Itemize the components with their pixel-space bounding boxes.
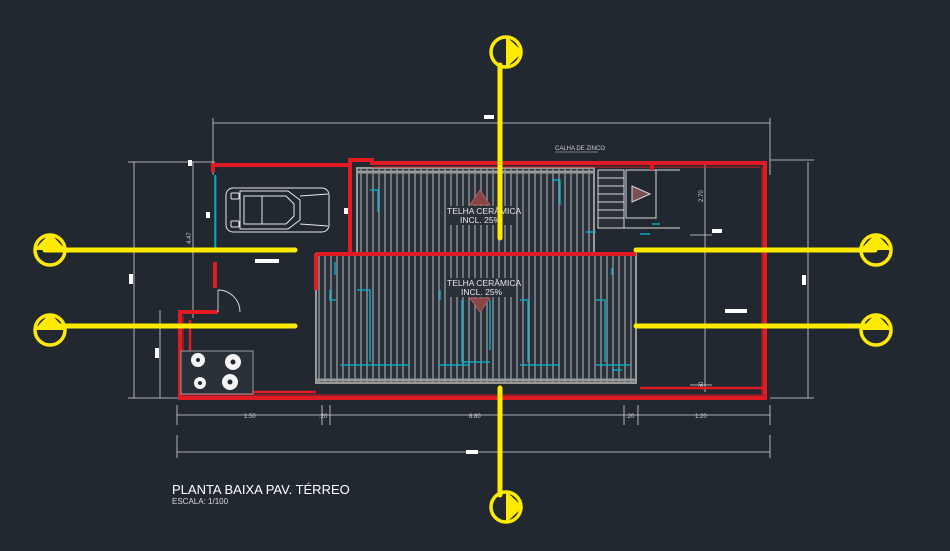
roof-lower	[315, 253, 637, 384]
dim-right-2: .50	[699, 381, 705, 390]
roof-label-upper: TELHA CERÂMICA	[447, 206, 521, 216]
arrow-down-icon	[469, 297, 491, 313]
roof-label-lower: TELHA CERÂMICA	[447, 278, 521, 288]
arrow-up-icon	[469, 189, 491, 206]
dim-bottom-5: 1.20	[695, 414, 707, 420]
section-marker-bottom	[489, 490, 523, 524]
dim-bottom-3: 8.80	[469, 414, 481, 420]
drainage-pipes	[214, 175, 660, 371]
dim-bottom-4: .20	[626, 414, 635, 420]
gutter-label: CALHA DE ZINCO	[555, 146, 605, 152]
section-marker-left-2	[33, 313, 67, 347]
door-icon	[217, 289, 241, 313]
roof-slope-lower: INCL. 25%	[461, 287, 503, 297]
dim-right-1: 2.70	[699, 190, 705, 202]
dim-bottom-1: 1.50	[244, 414, 256, 420]
section-marker-right-2	[859, 313, 893, 347]
dim-bottom-2: .20	[319, 414, 328, 420]
car-icon	[225, 187, 330, 233]
drawing-scale: ESCALA: 1/100	[172, 497, 229, 506]
section-marker-left-1	[33, 233, 67, 267]
planter-box	[180, 350, 254, 395]
dimension-lines	[128, 115, 814, 458]
drawing-title: PLANTA BAIXA PAV. TÉRREO	[172, 482, 350, 497]
dim-left-1: 4.47	[187, 232, 193, 244]
section-lines	[42, 62, 878, 498]
section-marker-top	[489, 35, 523, 69]
section-marker-right-1	[859, 233, 893, 267]
stair-icon	[597, 169, 680, 229]
roof-slope-upper: INCL. 25%	[460, 215, 502, 225]
